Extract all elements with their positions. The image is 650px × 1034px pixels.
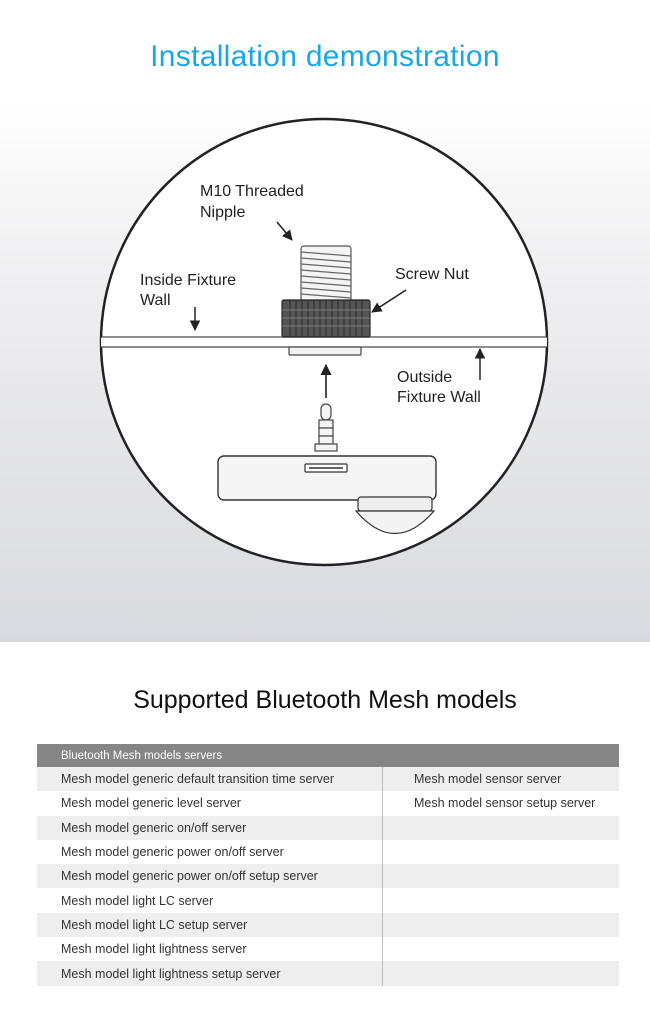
sensor-body [217,455,437,534]
table-cell: Mesh model generic power on/off server [61,845,284,860]
table-cell [382,839,619,865]
table-row: Mesh model generic on/off server [37,815,619,840]
label-outside-line1: Outside [397,369,452,386]
table-row: Mesh model generic default transition ti… [37,767,619,792]
jack-plug [314,403,338,452]
table-header-row: Bluetooth Mesh models servers [37,744,619,767]
label-nipple-line1: M10 Threaded [200,183,304,200]
table-header: Bluetooth Mesh models servers [37,744,619,767]
table-cell: Mesh model light LC setup server [37,912,383,938]
mesh-models-table: Bluetooth Mesh models servers Mesh model… [37,744,619,986]
table-row: Mesh model light lightness server [37,937,619,962]
table-cell: Mesh model light lightness server [61,942,247,957]
table-row: Mesh model generic level server Mesh mod… [37,791,619,816]
installation-title: Installation demonstration [150,40,500,73]
table-row: Mesh model light lightness setup server [37,961,619,986]
fixture-wall [101,336,547,348]
table-cell [382,937,619,962]
table-cell: Mesh model generic on/off server [37,815,383,840]
table-row: Mesh model light LC server [37,888,619,913]
label-screw-nut: Screw Nut [395,266,469,283]
table-cell: Mesh model sensor server [382,767,619,792]
screw-nut-arrow [371,289,407,313]
table-cell [382,815,619,840]
table-row: Mesh model generic power on/off server [37,839,619,865]
table-cell: Mesh model generic default transition ti… [37,767,383,792]
screw-nut [281,299,371,338]
table-cell: Mesh model light lightness setup server [37,961,383,986]
label-inside-line2: Wall [140,292,171,309]
table-cell [382,888,619,913]
threaded-nipple [300,245,352,305]
table-cell [382,912,619,938]
table-cell: Mesh model light LC server [61,893,214,908]
table-row: Mesh model generic power on/off setup se… [37,864,619,889]
label-nipple-line2: Nipple [200,204,245,221]
table-row: Mesh model light LC setup server [37,912,619,938]
table-cell: Mesh model generic level server [61,796,241,811]
nipple-flange [288,346,362,356]
table-cell: Mesh model generic power on/off setup se… [37,864,383,889]
label-outside-line2: Fixture Wall [397,389,481,406]
label-inside-line1: Inside Fixture [140,272,236,289]
nipple-arrow [276,221,293,241]
mesh-models-title: Supported Bluetooth Mesh models [133,686,517,714]
installation-diagram: M10 Threaded Nipple Inside Fixture Wall … [99,117,549,567]
table-cell [382,961,619,986]
table-cell: Mesh model sensor setup server [382,791,619,816]
table-cell [382,864,619,889]
